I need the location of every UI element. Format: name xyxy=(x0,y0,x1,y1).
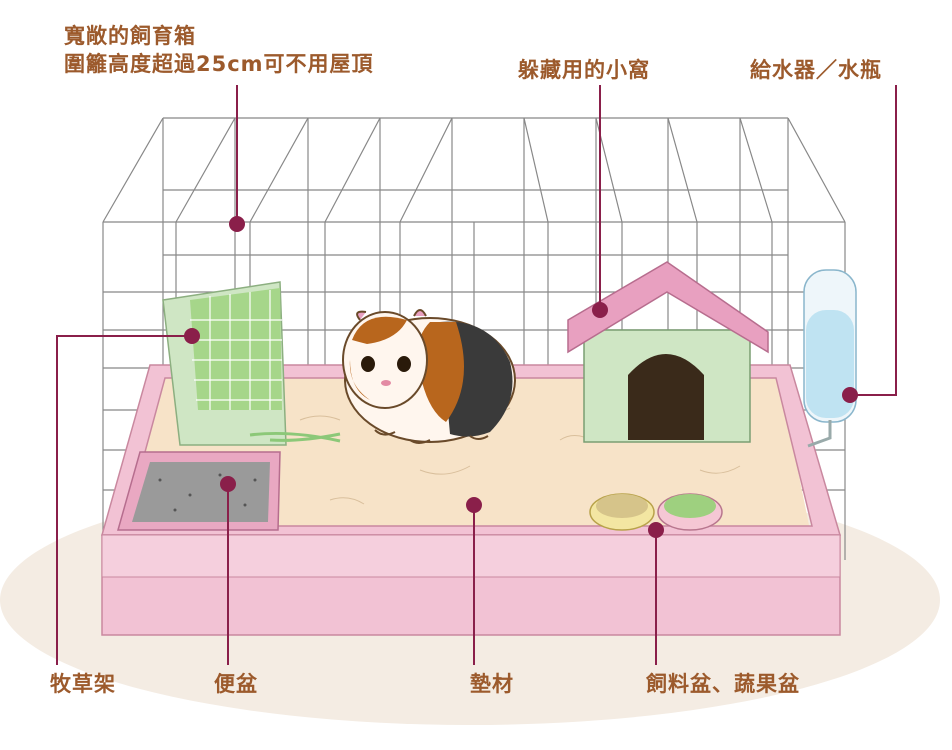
label-litter-box: 便盆 xyxy=(214,672,258,696)
label-cage-line1: 寬敞的飼育箱 xyxy=(64,24,196,48)
leader-lines xyxy=(56,85,897,665)
hideout-house xyxy=(567,261,769,443)
dot-cage xyxy=(229,216,245,232)
guinea-pig xyxy=(342,309,516,444)
label-bedding: 墊材 xyxy=(470,672,514,696)
water-bottle xyxy=(803,269,857,448)
dot-bowls xyxy=(648,522,664,538)
label-water-bottle: 給水器／水瓶 xyxy=(750,58,882,82)
dot-bedding xyxy=(466,497,482,513)
dot-hay xyxy=(184,328,200,344)
label-cage: 寬敞的飼育箱 圍籬高度超過25cm可不用屋頂 xyxy=(64,22,374,78)
dot-hideout xyxy=(592,302,608,318)
leader-hay xyxy=(56,335,192,665)
label-bowls: 飼料盆、蔬果盆 xyxy=(646,672,800,696)
leader-water xyxy=(850,85,897,396)
hay-rack xyxy=(162,281,341,446)
label-cage-line2: 圍籬高度超過25cm可不用屋頂 xyxy=(64,52,374,76)
litter-box xyxy=(117,451,281,531)
tray-front-band xyxy=(101,534,841,578)
food-bowls xyxy=(589,493,723,531)
label-hideout: 躲藏用的小窩 xyxy=(518,58,650,82)
label-hay-rack: 牧草架 xyxy=(50,672,116,696)
leader-dots xyxy=(184,216,858,538)
dot-water xyxy=(842,387,858,403)
dot-litter xyxy=(220,476,236,492)
